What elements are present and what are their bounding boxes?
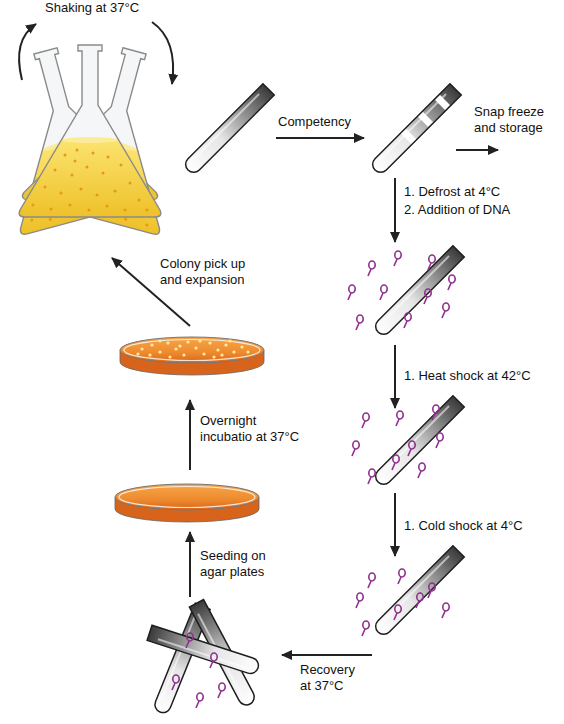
tube	[147, 625, 260, 675]
tube	[372, 246, 464, 338]
step-label: Competency	[278, 114, 378, 130]
arrow	[394, 493, 396, 556]
plasmid-group	[348, 251, 455, 330]
arrow	[456, 149, 498, 151]
arrow	[394, 178, 396, 242]
arrow	[189, 400, 191, 470]
step-label: 2. Addition of DNA	[404, 202, 562, 218]
colony-group	[136, 339, 249, 358]
shaking-arrow	[19, 24, 36, 80]
step-label: 1. Defrost at 4°C	[404, 184, 562, 200]
arrow	[189, 532, 191, 597]
plasmid-group	[356, 569, 449, 636]
arrow	[276, 137, 364, 139]
shaking-arrow	[152, 22, 173, 84]
arrow	[394, 345, 396, 408]
step-label: Shaking at 37°C	[45, 0, 205, 16]
step-label: Seeding on agar plates	[200, 548, 275, 581]
arrow	[282, 654, 372, 656]
step-label: Snap freeze and storage	[474, 104, 559, 137]
tube	[182, 84, 274, 176]
frost-mark	[401, 95, 450, 144]
frozen-tube	[369, 84, 461, 176]
tube	[372, 396, 464, 488]
agar-plate	[115, 484, 259, 522]
agar-plate	[120, 337, 264, 375]
step-label: 1. Heat shock at 42°C	[404, 368, 562, 384]
tube	[369, 84, 461, 176]
flask	[19, 45, 161, 217]
step-label: 1. Cold shock at 4°C	[404, 518, 562, 534]
recovery-tubes	[147, 600, 260, 715]
step-label: Colony pick up and expansion	[160, 256, 255, 289]
step-label: Recovery at 37°C	[300, 662, 362, 695]
step-label: Overnight incubatio at 37°C	[200, 413, 305, 446]
tube	[372, 546, 464, 638]
plasmid-group	[352, 405, 443, 484]
